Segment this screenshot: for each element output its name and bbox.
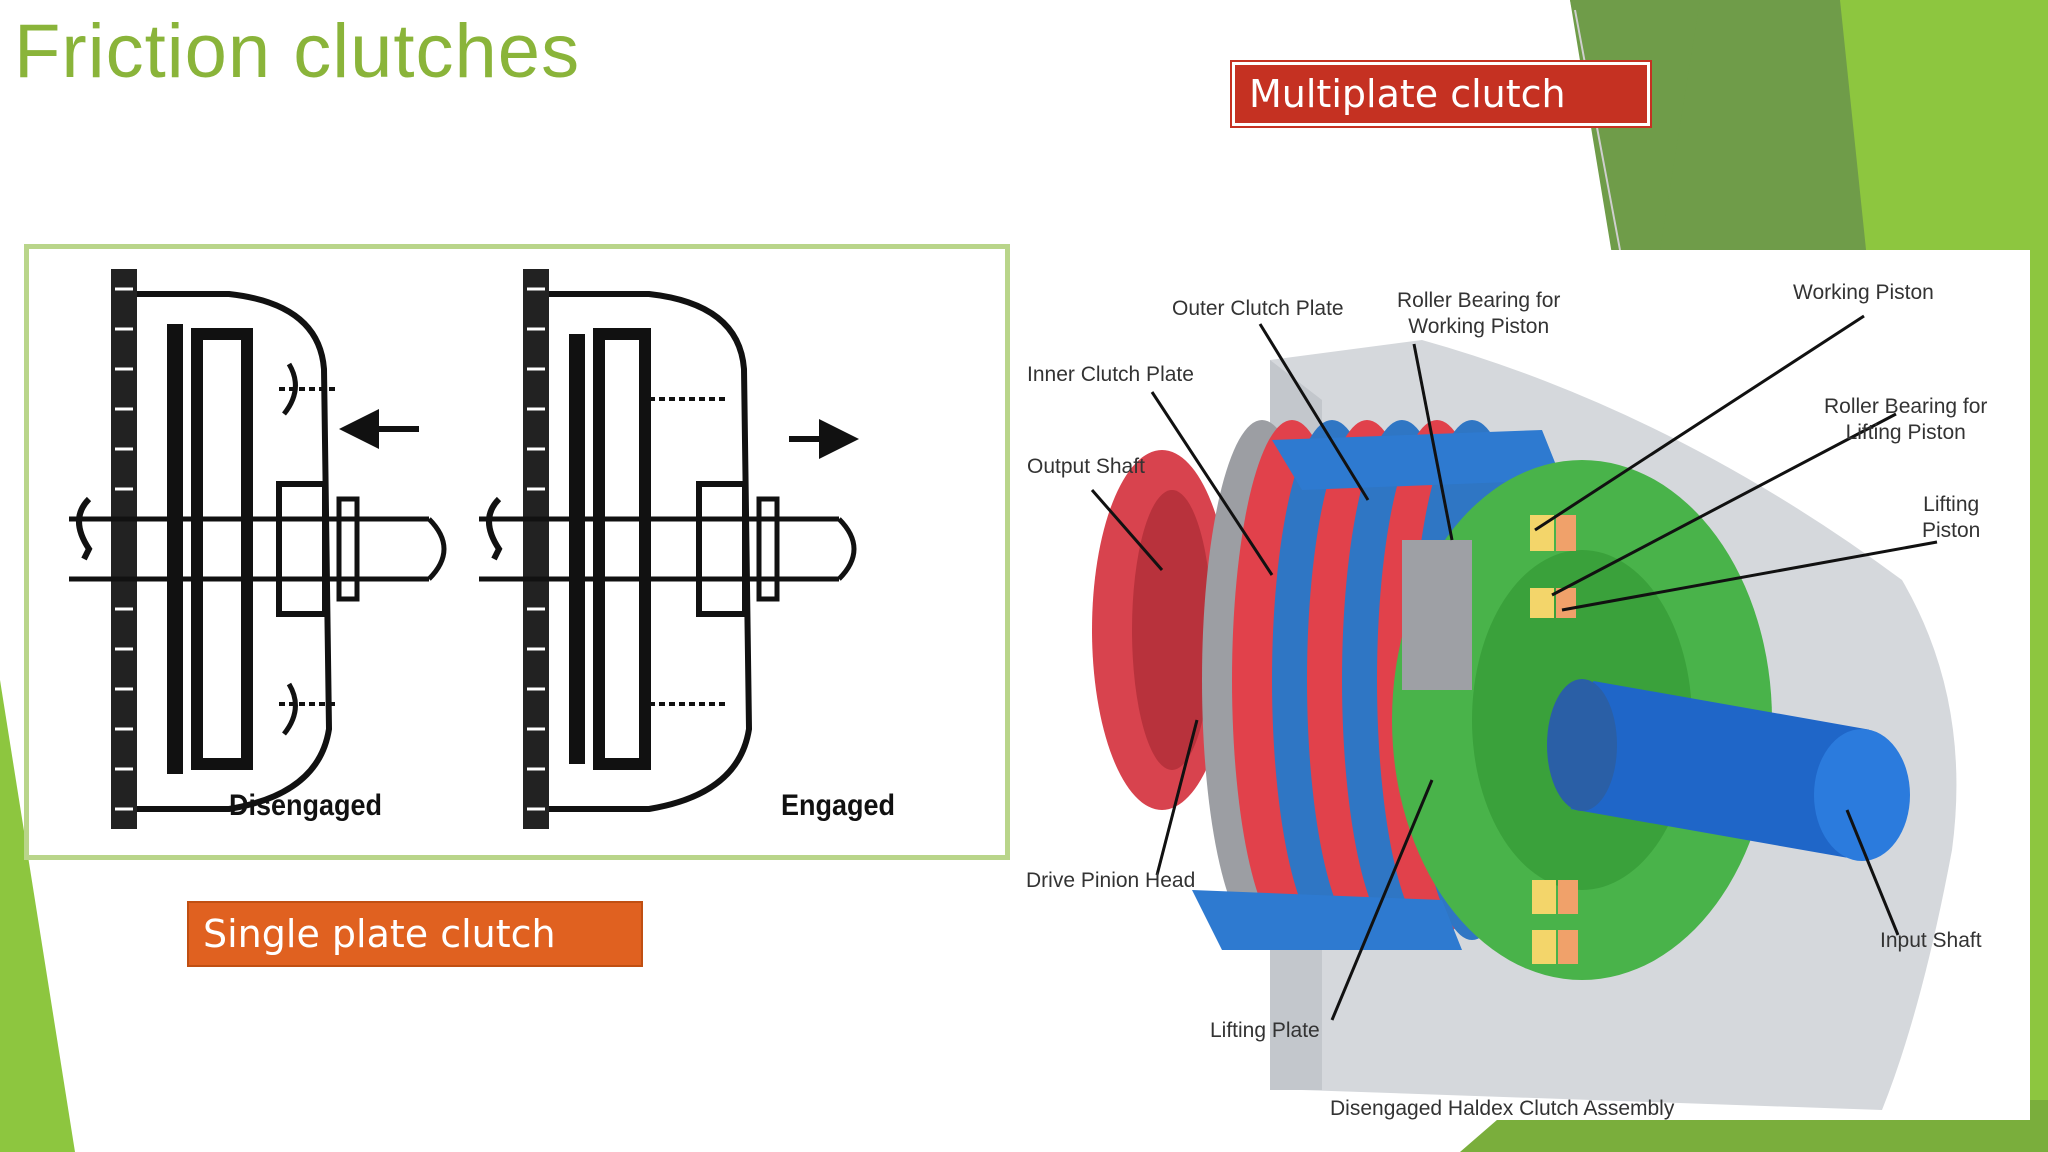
label-lifting-piston-line1: Lifting bbox=[1923, 493, 1980, 516]
single-plate-clutch-diagram: Disengaged Engaged bbox=[24, 244, 1010, 860]
label-roller-bearing-working-line1: Roller Bearing for bbox=[1397, 289, 1561, 312]
input-shaft-shape bbox=[1547, 679, 1910, 861]
multiplate-clutch-diagram: Outer Clutch Plate Roller Bearing for Wo… bbox=[1022, 250, 2030, 1120]
label-working-piston: Working Piston bbox=[1793, 281, 1934, 304]
bearings bbox=[1530, 515, 1578, 964]
label-roller-bearing-lifting: Roller Bearing for Lifting Piston bbox=[1824, 394, 1987, 445]
label-output-shaft: Output Shaft bbox=[1027, 455, 1145, 478]
disengaged-assembly bbox=[69, 269, 447, 829]
leader-lines bbox=[1090, 314, 1938, 1021]
bg-shape-left bbox=[0, 680, 75, 1152]
label-roller-bearing-lifting-line1: Roller Bearing for bbox=[1824, 395, 1988, 418]
label-lifting-piston-line2: Piston bbox=[1922, 518, 1981, 542]
caption-engaged: Engaged bbox=[781, 789, 896, 822]
single-plate-drawing bbox=[69, 269, 859, 829]
label-input-shaft: Input Shaft bbox=[1880, 929, 1982, 952]
label-lifting-plate: Lifting Plate bbox=[1210, 1019, 1320, 1042]
label-roller-bearing-working-line2: Working Piston bbox=[1408, 314, 1550, 338]
caption-disengaged: Disengaged bbox=[229, 789, 383, 822]
diagram-caption: Disengaged Haldex Clutch Assembly bbox=[1330, 1097, 1675, 1120]
page-title: Friction clutches bbox=[14, 9, 581, 94]
label-roller-bearing-working: Roller Bearing for Working Piston bbox=[1397, 288, 1560, 339]
multiplate-clutch-badge: Multiplate clutch bbox=[1232, 62, 1650, 126]
multiplate-drawing bbox=[1090, 314, 1957, 1110]
label-inner-clutch-plate: Inner Clutch Plate bbox=[1027, 363, 1194, 386]
engaged-assembly bbox=[479, 269, 859, 829]
label-lifting-piston: Lifting Piston bbox=[1922, 492, 1980, 543]
label-outer-clutch-plate: Outer Clutch Plate bbox=[1172, 297, 1344, 320]
label-drive-pinion-head: Drive Pinion Head bbox=[1026, 869, 1196, 892]
single-plate-clutch-badge: Single plate clutch bbox=[187, 901, 643, 967]
label-roller-bearing-lifting-line2: Lifting Piston bbox=[1845, 420, 1966, 444]
